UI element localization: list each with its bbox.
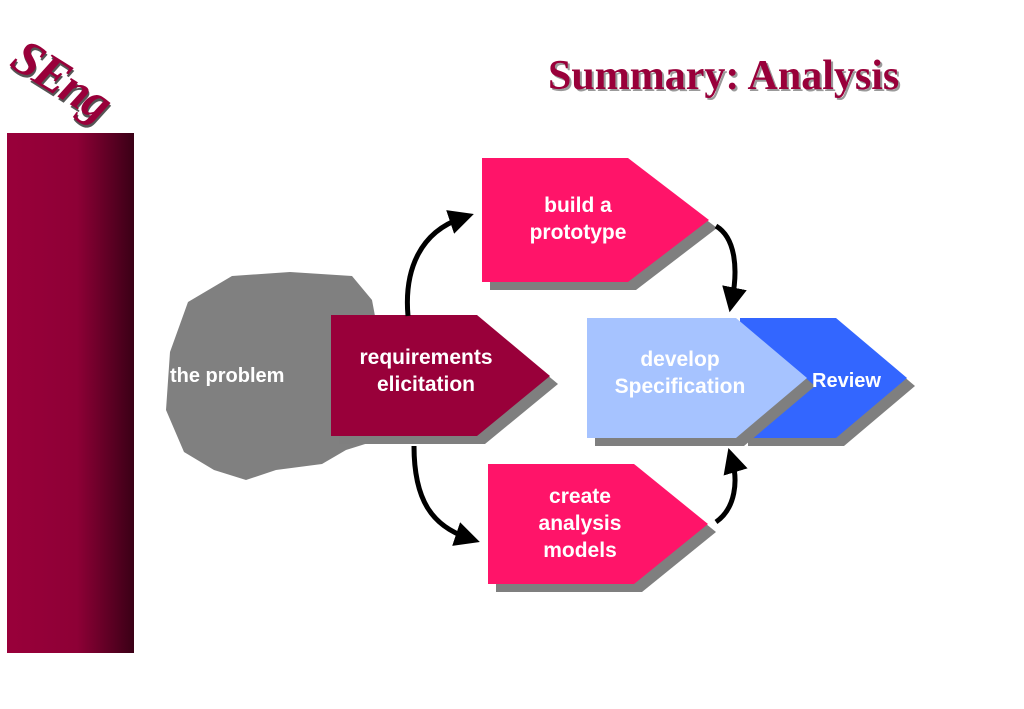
models-line-1: create xyxy=(549,485,611,508)
models-shape xyxy=(488,464,708,584)
prototype-line-1: build a xyxy=(544,194,612,217)
specification-label: develop Specification xyxy=(590,346,770,400)
prototype-line-2: prototype xyxy=(529,221,627,244)
models-label: create analysis models xyxy=(494,483,666,564)
models-line-2: analysis xyxy=(538,512,622,535)
elicitation-line-1: requirements xyxy=(359,346,493,369)
arrow-models-to-spec xyxy=(714,448,748,525)
problem-blob xyxy=(166,272,378,480)
review-label: Review xyxy=(812,370,881,392)
specification-line-2: Specification xyxy=(614,375,746,398)
elicitation-label: requirements elicitation xyxy=(338,344,514,398)
arrow-to-models xyxy=(411,445,480,546)
specification-line-1: develop xyxy=(640,348,720,371)
prototype-label: build a prototype xyxy=(488,192,668,246)
problem-label: the problem xyxy=(170,365,285,387)
arrow-to-prototype xyxy=(404,210,474,317)
elicitation-shape xyxy=(331,315,550,436)
arrow-prototype-to-spec xyxy=(714,223,747,313)
page-title: Summary: Analysis xyxy=(548,53,900,99)
models-line-3: models xyxy=(543,539,617,562)
elicitation-line-2: elicitation xyxy=(376,373,476,396)
prototype-shape xyxy=(482,158,709,282)
sidebar-bar xyxy=(7,133,134,653)
specification-shape xyxy=(587,318,807,438)
